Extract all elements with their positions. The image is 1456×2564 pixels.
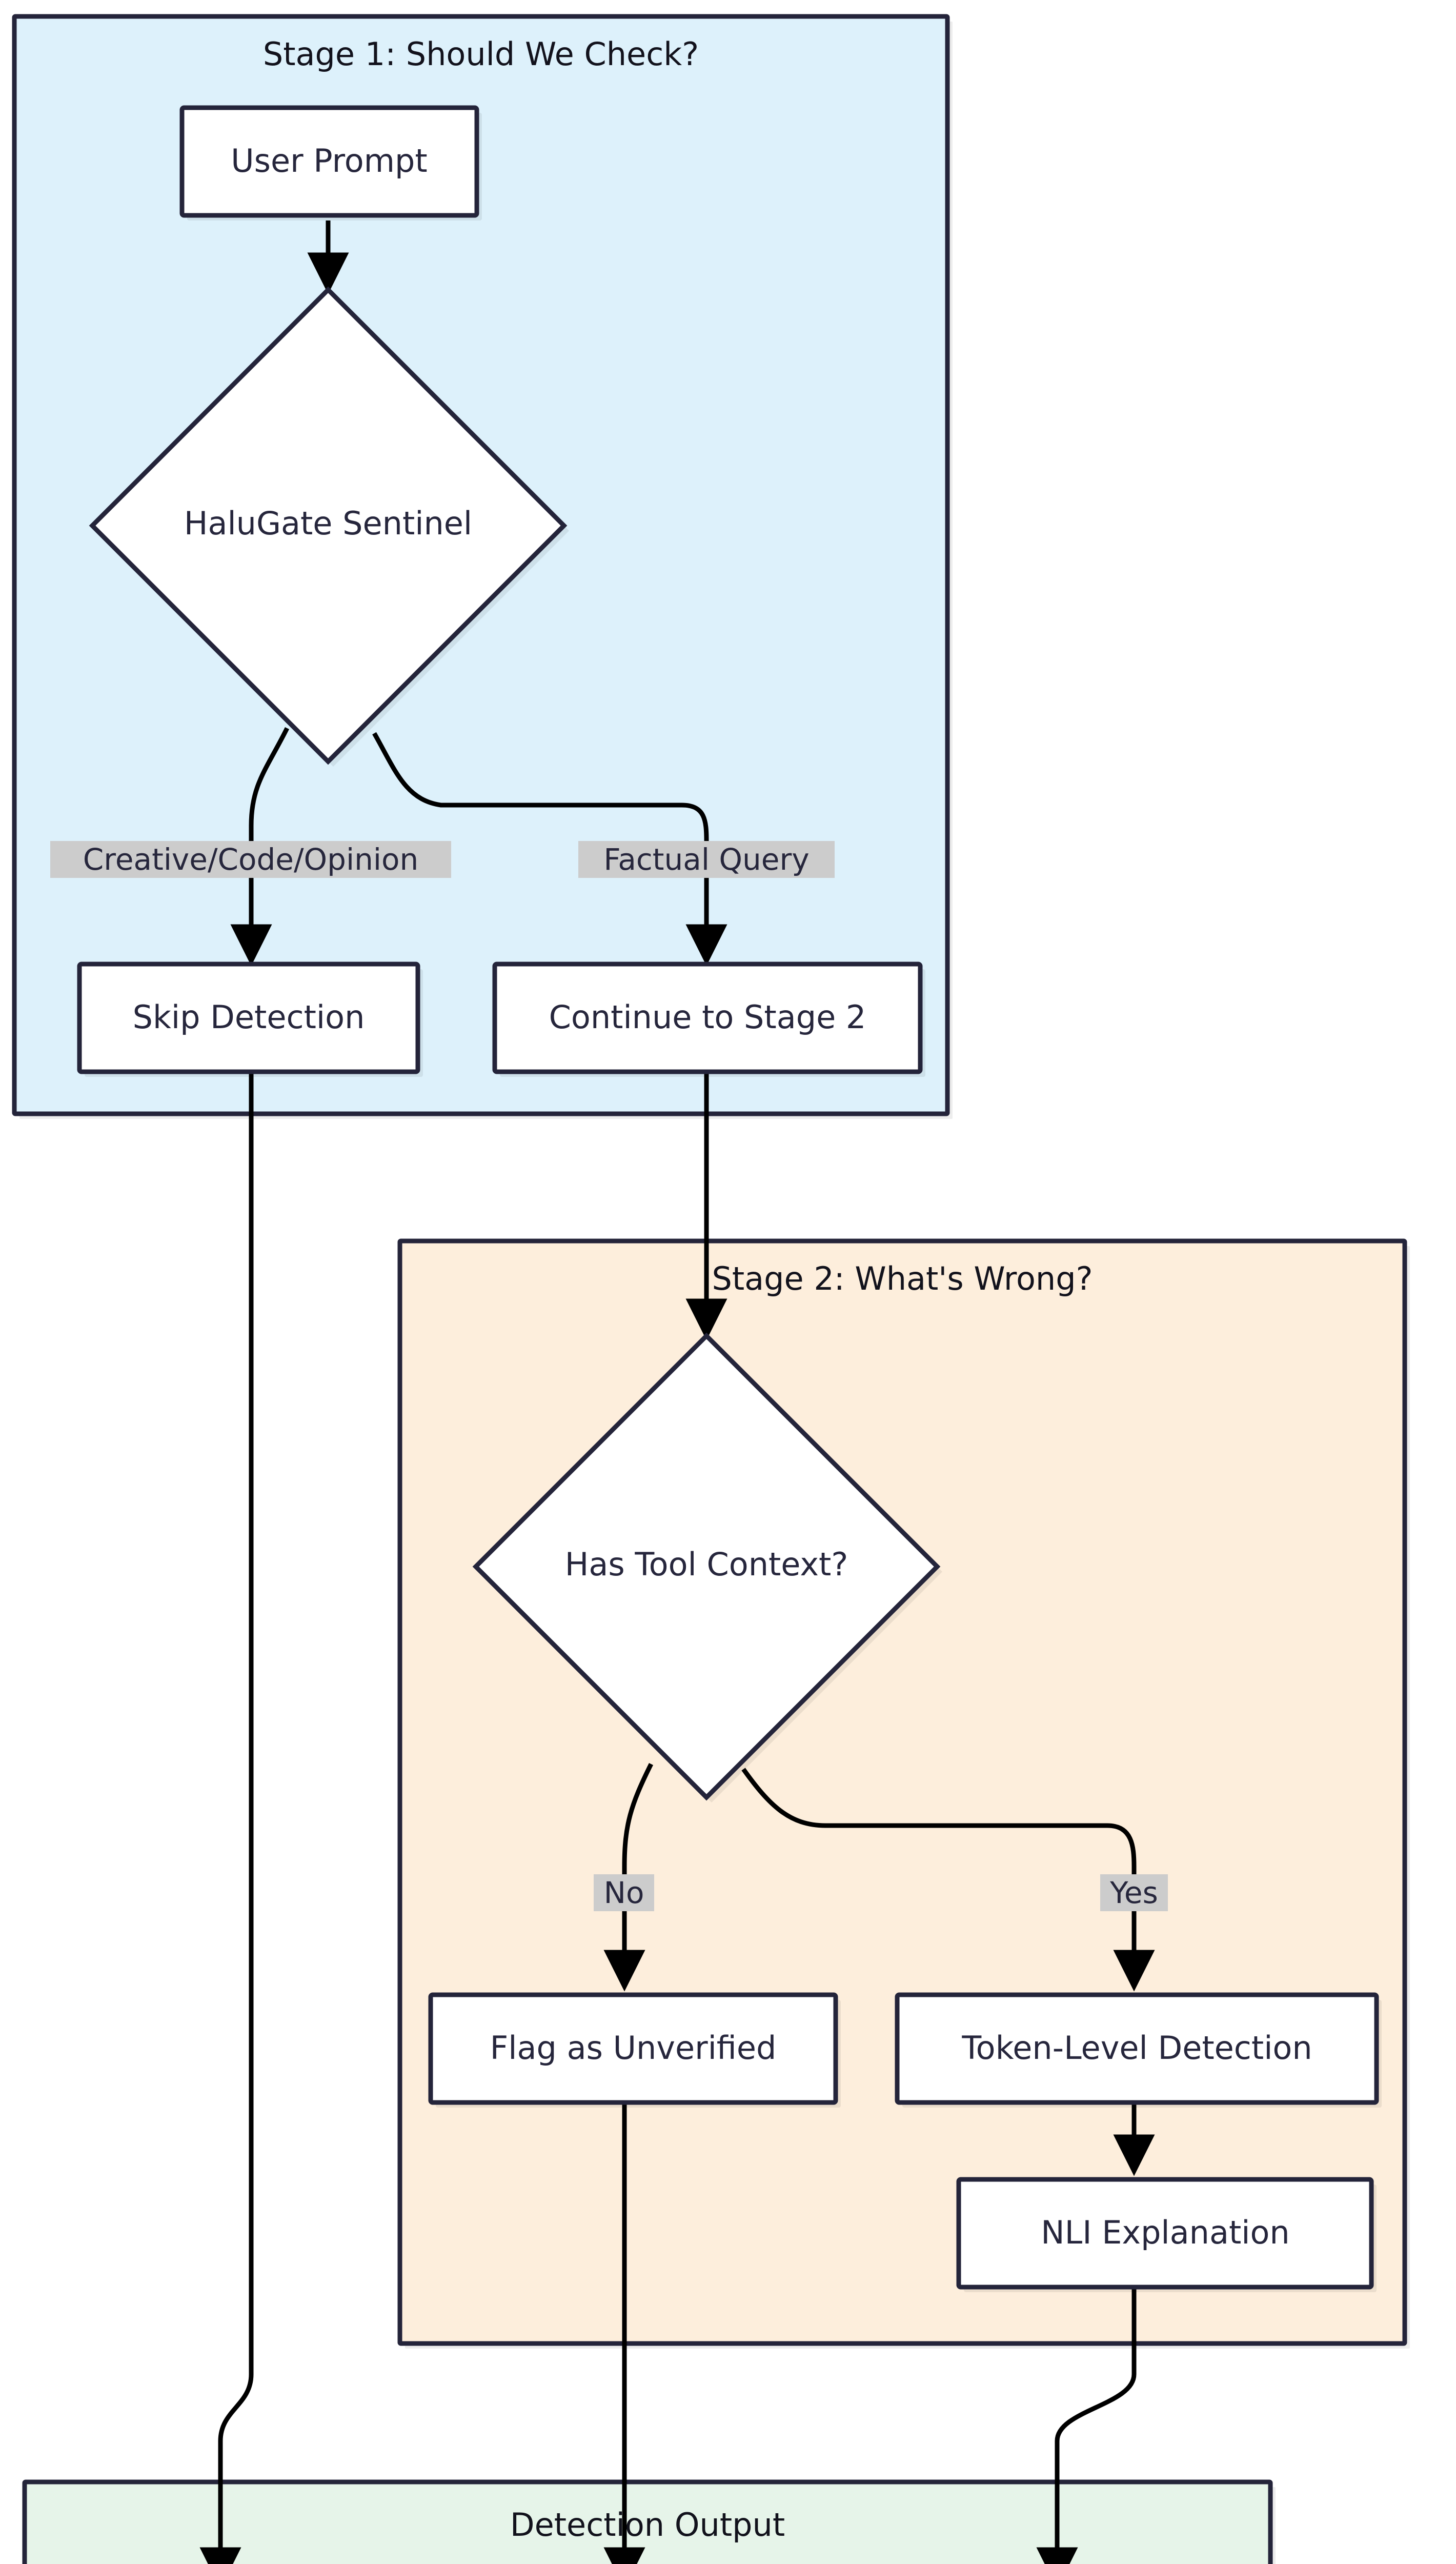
cluster-stage2-label: Stage 2: What's Wrong? xyxy=(712,1260,1093,1297)
edge-label-no-text: No xyxy=(604,1875,644,1910)
edge-has-tool-to-token-level xyxy=(741,1768,1155,1992)
node-nli-explanation-label: NLI Explanation xyxy=(1041,2214,1289,2251)
edge-has-tool-to-flag-unverified xyxy=(603,1762,654,1992)
edge-nli-explanation-to-detailed-report xyxy=(1036,2282,1137,2564)
edge-halugate-to-continue-stage2 xyxy=(372,732,727,966)
node-continue-to-stage-2-label: Continue to Stage 2 xyxy=(549,998,866,1036)
edge-label-creative-code-opinion: Creative/Code/Opinion xyxy=(50,841,451,878)
edge-label-creative-code-opinion-text: Creative/Code/Opinion xyxy=(83,842,418,877)
node-halugate-sentinel-label: HaluGate Sentinel xyxy=(184,505,472,542)
node-halugate-sentinel[interactable]: HaluGate Sentinel xyxy=(89,286,569,767)
cluster-output-label: Detection Output xyxy=(510,2506,785,2543)
node-flag-as-unverified-label: Flag as Unverified xyxy=(490,2029,777,2067)
edge-skip-detection-to-pass-through xyxy=(199,1072,254,2564)
node-token-level-detection-label: Token-Level Detection xyxy=(961,2029,1312,2067)
cluster-output: Detection Output xyxy=(22,2479,1276,2564)
nodes-layer: User Prompt HaluGate Sentinel Skip Detec… xyxy=(77,105,1382,2292)
edge-label-yes: Yes xyxy=(1100,1874,1168,1911)
edges-layer xyxy=(199,221,1155,2564)
node-has-tool-context[interactable]: Has Tool Context? xyxy=(472,1332,942,1802)
edge-halugate-to-skip-detection xyxy=(230,727,290,966)
node-nli-explanation[interactable]: NLI Explanation xyxy=(956,2177,1377,2292)
edge-label-no: No xyxy=(594,1874,654,1911)
node-skip-detection-label: Skip Detection xyxy=(133,998,365,1036)
node-token-level-detection[interactable]: Token-Level Detection xyxy=(895,1992,1382,2108)
cluster-stage1-label: Stage 1: Should We Check? xyxy=(263,35,699,73)
cluster-output-background xyxy=(22,2479,1273,2564)
node-skip-detection[interactable]: Skip Detection xyxy=(77,962,423,1077)
edge-label-yes-text: Yes xyxy=(1109,1875,1158,1910)
node-continue-to-stage-2[interactable]: Continue to Stage 2 xyxy=(492,962,925,1077)
edge-label-factual-query: Factual Query xyxy=(578,841,835,878)
edge-label-factual-query-text: Factual Query xyxy=(603,842,809,877)
node-flag-as-unverified[interactable]: Flag as Unverified xyxy=(428,1992,841,2108)
edge-labels-layer: Creative/Code/Opinion Factual Query No Y… xyxy=(50,841,1168,1911)
node-has-tool-context-label: Has Tool Context? xyxy=(565,1546,848,1583)
node-user-prompt-label: User Prompt xyxy=(231,142,427,179)
node-user-prompt[interactable]: User Prompt xyxy=(179,105,482,221)
